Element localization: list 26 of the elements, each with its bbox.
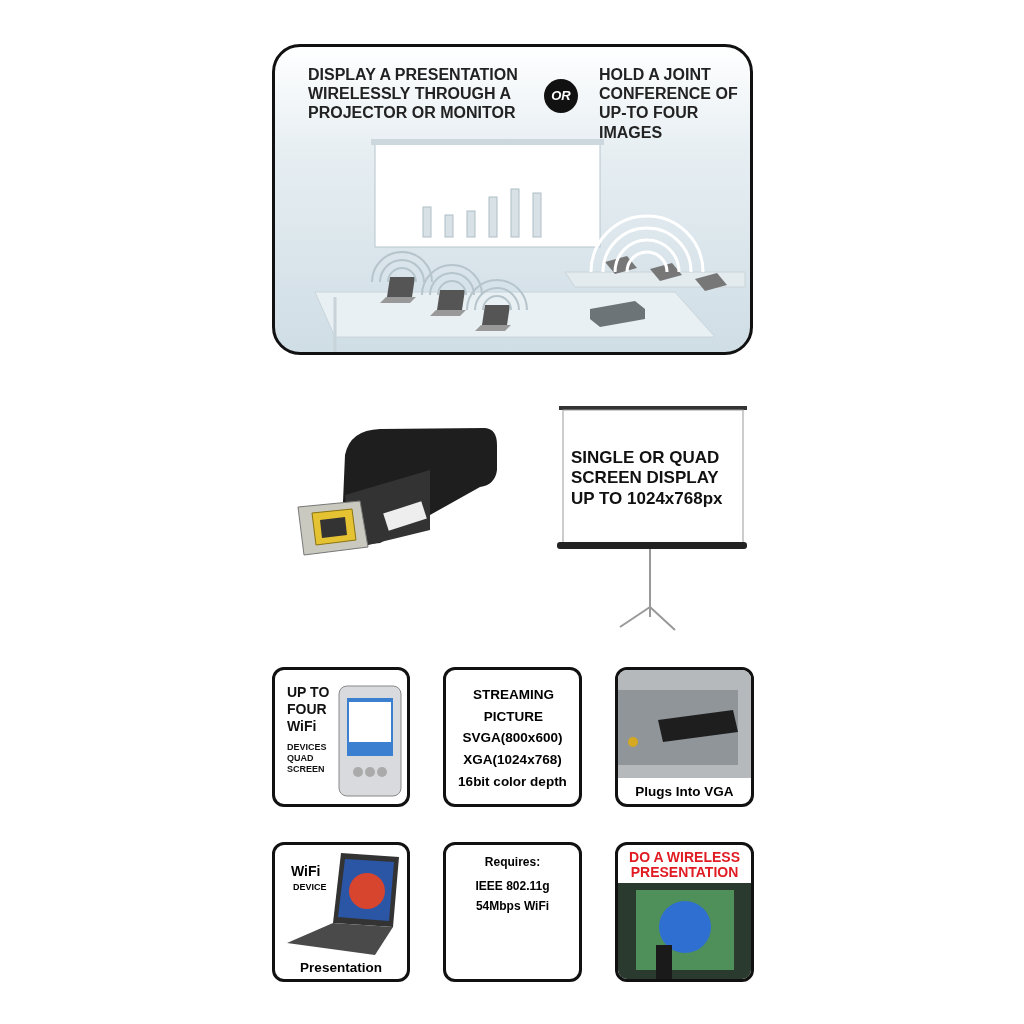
card-caption: Plugs Into VGA (634, 784, 735, 801)
card-text: DEVICES QUAD SCREEN (287, 742, 328, 775)
card-heading: Requires: (483, 855, 542, 870)
feature-card (272, 667, 410, 807)
feature-card (615, 667, 754, 807)
feature-card (272, 842, 410, 982)
card-heading: DO A WIRELESS PRESENTATION (628, 850, 741, 881)
card-text: SVGA(800x600) (461, 730, 564, 747)
panel-heading: DISPLAY A PRESENTATION WIRELESSLY THROUGH A PROJECTOR OR MONITOR (308, 65, 519, 123)
screen-caption: SINGLE OR QUAD SCREEN DISPLAY UP TO 1024x768px (571, 448, 724, 510)
card-text: XGA(1024x768) (462, 752, 563, 769)
card-heading: STREAMING PICTURE (472, 686, 555, 727)
or-label: OR (550, 88, 572, 104)
feature-card (443, 842, 582, 982)
feature-card (615, 842, 754, 982)
feature-panel (272, 44, 753, 355)
or-badge (544, 79, 578, 113)
panel-heading: HOLD A JOINT CONFERENCE OF UP-TO FOUR IMAGES (599, 65, 739, 142)
card-text: 16bit color depth (457, 774, 568, 791)
card-text: DEVICE (293, 882, 328, 893)
card-text: IEEE 802.11g (474, 879, 551, 894)
card-text: 54Mbps WiFi (474, 899, 551, 914)
feature-card (443, 667, 582, 807)
card-heading: WiFi (291, 863, 322, 880)
card-caption: Presentation (299, 960, 383, 977)
card-heading: UP TO FOUR WiFi (287, 684, 331, 735)
